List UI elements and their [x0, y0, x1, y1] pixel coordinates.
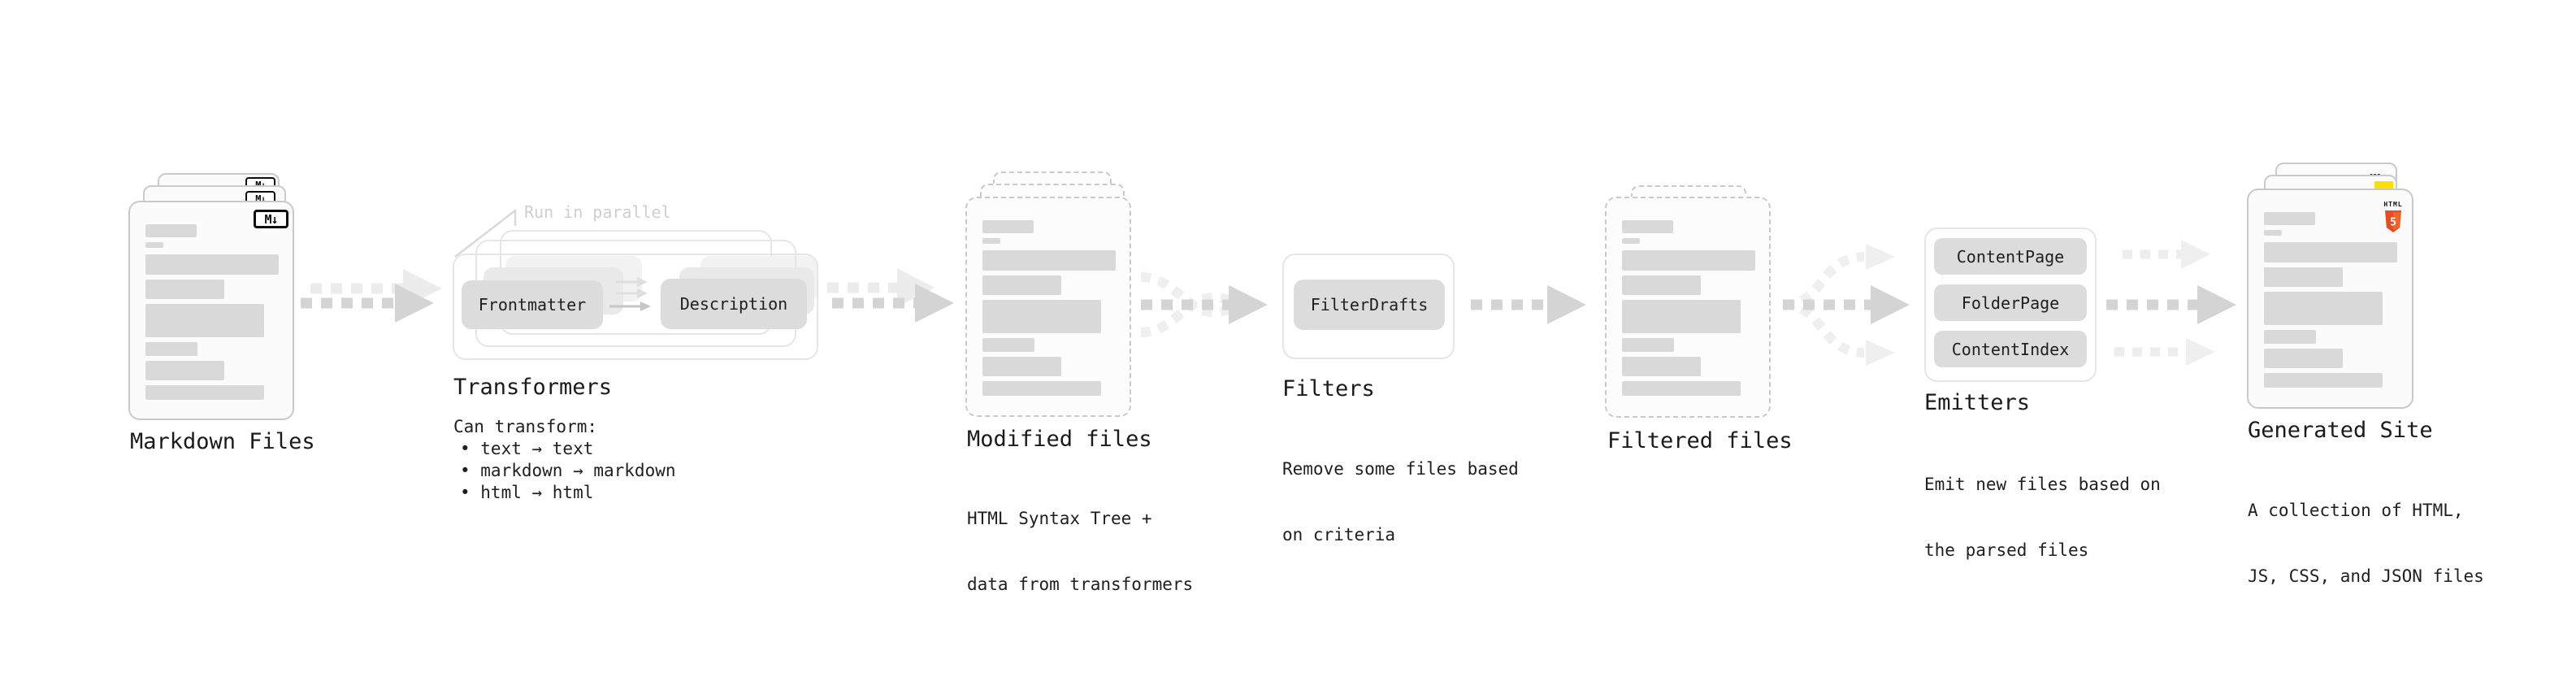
html5-icon-label: HTML	[2383, 201, 2403, 208]
doc-line-bar	[982, 300, 1101, 333]
transform-bullet: • html → html	[460, 483, 594, 502]
html5-icon: HTML 5	[2381, 194, 2405, 232]
html5-shield: 5	[2385, 210, 2401, 232]
doc-line-bar	[145, 254, 279, 275]
stage-description: Remove some files based on criteria	[1282, 414, 1519, 590]
arrowhead	[2186, 338, 2215, 366]
emitter-pill-contentindex: ContentIndex	[1934, 331, 2087, 367]
filtered-file-front-page	[1605, 197, 1771, 418]
arrowhead	[2181, 240, 2210, 269]
doc-line-bar	[1622, 381, 1741, 396]
arrowhead	[2197, 285, 2236, 324]
doc-line-bar	[1622, 250, 1755, 271]
doc-line-bar	[1622, 275, 1701, 295]
stage-label: Modified files	[967, 427, 1152, 452]
arrowhead	[915, 284, 954, 323]
doc-line-bar	[2264, 292, 2383, 325]
description-line: A collection of HTML,	[2248, 501, 2464, 520]
doc-line-bar	[2264, 230, 2282, 236]
doc-line-bar	[145, 361, 224, 380]
arrowhead	[1871, 285, 1910, 324]
stage-description: HTML Syntax Tree + data from transformer…	[967, 464, 1193, 640]
description-line: JS, CSS, and JSON files	[2248, 566, 2484, 586]
doc-line-bar	[982, 381, 1101, 396]
doc-line-bar	[982, 338, 1034, 352]
shield-highlight	[2393, 212, 2400, 231]
doc-line-bar	[1622, 300, 1741, 333]
transformer-frame-front	[453, 254, 818, 360]
doc-line-bar	[145, 224, 197, 237]
stage-label: Transformers	[453, 375, 613, 400]
transform-bullet: • text → text	[460, 439, 594, 458]
description-line: the parsed files	[1924, 540, 2089, 560]
doc-line-bar	[145, 280, 224, 299]
doc-line-bar	[982, 250, 1116, 271]
arrowhead	[403, 269, 442, 308]
html5-number: 5	[2390, 217, 2396, 229]
doc-line-bar	[982, 238, 1000, 244]
stage-description: Emit new files based on the parsed files	[1924, 430, 2161, 605]
site-front-page-html: HTML 5	[2247, 189, 2413, 409]
stage-transformers: Run in parallel Frontmatter Description …	[452, 195, 842, 512]
doc-line-bar	[1622, 220, 1673, 233]
modified-file-front-page	[965, 197, 1131, 417]
stage-label: Filtered files	[1607, 428, 1793, 453]
stage-filters: FilterDrafts Filters Remove some files b…	[1282, 254, 1534, 544]
stage-description: A collection of HTML, JS, CSS, and JSON …	[2248, 456, 2484, 631]
stage-label: Filters	[1282, 376, 1375, 401]
stage-label: Markdown Files	[130, 429, 315, 454]
doc-line-bar	[1622, 238, 1640, 244]
arrowhead	[1866, 340, 1895, 366]
description-line: Remove some files based	[1282, 459, 1519, 479]
doc-line-bar	[145, 385, 264, 400]
arrow-transformers-to-modified	[827, 268, 954, 323]
doc-line-bar	[982, 357, 1061, 376]
transformer-pill-frontmatter: Frontmatter	[462, 280, 603, 329]
description-line: HTML Syntax Tree +	[967, 509, 1152, 528]
stage-modified-files: Modified files HTML Syntax Tree + data f…	[965, 162, 1217, 594]
doc-line-bar	[145, 342, 197, 356]
transform-bullet: • markdown → markdown	[460, 461, 676, 480]
stage-label: Emitters	[1924, 390, 2031, 415]
parallel-note: Run in parallel	[524, 202, 671, 222]
emitter-pill-folderpage: FolderPage	[1934, 284, 2087, 321]
doc-line-bar	[1622, 357, 1701, 376]
doc-line-bar	[145, 242, 163, 248]
doc-line-bar	[2264, 242, 2397, 262]
doc-line-bar	[982, 275, 1061, 295]
markdown-icon: M↓	[254, 210, 288, 228]
stage-generated-site: CSS HTML 5 Generated	[2247, 162, 2491, 586]
doc-line-bar	[2264, 267, 2343, 287]
stage-filtered-files: Filtered files	[1605, 162, 1816, 487]
doc-line-bar	[145, 304, 264, 337]
arrowhead	[1547, 285, 1586, 324]
doc-line-bar	[1622, 338, 1674, 352]
doc-line-bar	[2264, 212, 2315, 225]
stage-description-title: Can transform:	[453, 417, 598, 436]
doc-line-bar	[2264, 349, 2343, 368]
stage-emitters: ContentPage FolderPage ContentIndex Emit…	[1924, 228, 2168, 560]
description-line: data from transformers	[967, 575, 1194, 594]
doc-line-bar	[982, 220, 1034, 233]
doc-line-bar	[2264, 373, 2383, 388]
filter-pill-filterdrafts: FilterDrafts	[1294, 280, 1445, 330]
emitter-pill-contentpage: ContentPage	[1934, 238, 2087, 275]
arrowhead	[395, 284, 434, 323]
transformer-pill-description: Description	[661, 279, 807, 329]
description-line: on criteria	[1282, 525, 1396, 544]
stage-label: Generated Site	[2248, 418, 2433, 443]
arrowhead	[1866, 244, 1895, 270]
markdown-file-front-page: M↓	[128, 201, 294, 420]
stage-markdown-files: M↓ M↓ M↓ Markdown Files	[128, 162, 340, 487]
arrowhead	[1229, 285, 1268, 324]
doc-line-bar	[2264, 330, 2316, 344]
description-line: Emit new files based on	[1924, 475, 2161, 494]
arrowhead	[897, 268, 935, 307]
